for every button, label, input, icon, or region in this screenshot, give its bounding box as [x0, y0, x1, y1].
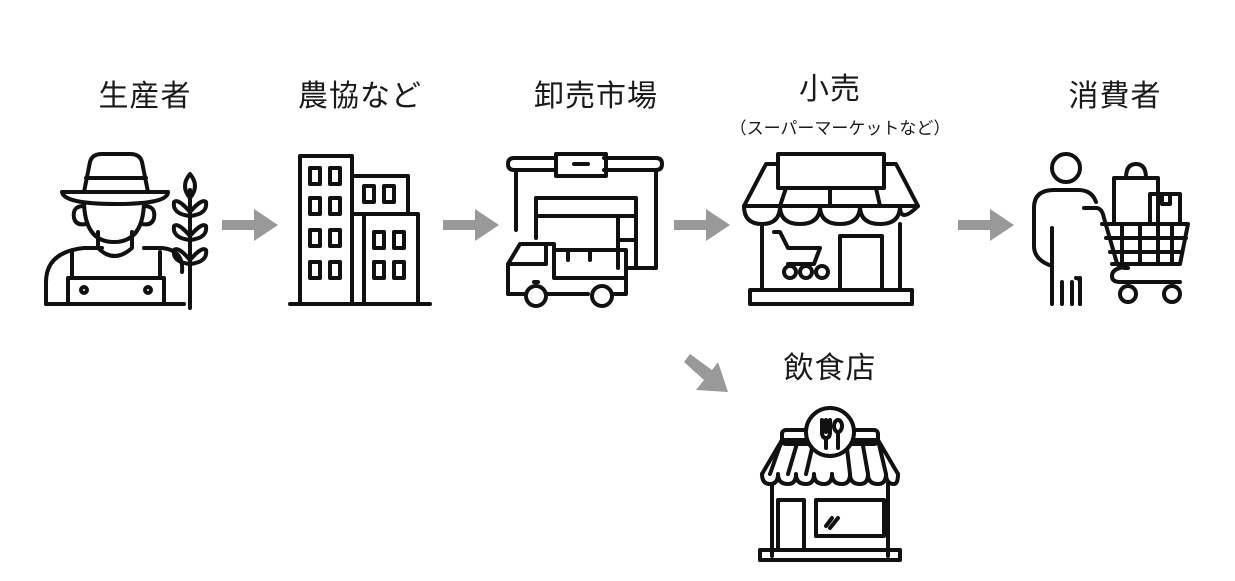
- storefront-cart-icon: [740, 152, 924, 308]
- arrow-ja-to-wholesale: [441, 207, 501, 243]
- node-label-consumer: 消費者: [1068, 79, 1162, 114]
- arrow-producer-to-ja: [220, 207, 280, 243]
- arrow-to-restaurant: [680, 352, 732, 394]
- node-label-wholesale: 卸売市場: [534, 79, 658, 114]
- node-label-restaurant: 飲食店: [783, 351, 877, 386]
- buildings-icon: [288, 152, 434, 308]
- arrow-retail-to-consumer: [956, 207, 1016, 243]
- node-label-ja: 農協など: [298, 79, 422, 114]
- restaurant-icon: [752, 406, 908, 564]
- node-sublabel-retail: （スーパーマーケットなど）: [729, 119, 951, 139]
- farmer-icon: [44, 152, 214, 310]
- arrow-wholesale-to-retail: [672, 207, 732, 243]
- node-label-retail: 小売: [799, 72, 861, 107]
- node-label-producer: 生産者: [98, 79, 192, 114]
- shopper-cart-icon: [1032, 152, 1192, 308]
- warehouse-truck-icon: [506, 152, 666, 308]
